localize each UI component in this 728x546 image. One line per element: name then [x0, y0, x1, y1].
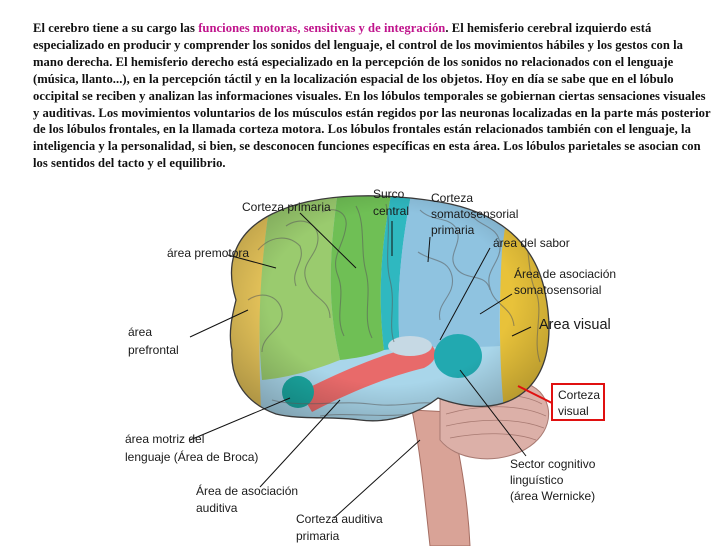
corteza-visual-box — [551, 383, 605, 421]
label-area-premotora: área premotora — [167, 246, 249, 260]
description-paragraph: El cerebro tiene a su cargo las funcione… — [33, 20, 713, 172]
label-wernicke-2: linguístico — [510, 473, 564, 487]
gyri-lines — [247, 203, 541, 417]
label-broca-2: lenguaje (Área de Broca) — [125, 449, 258, 464]
label-prefrontal-2: prefrontal — [128, 343, 179, 357]
label-corteza-soma-2: somatosensorial — [431, 207, 518, 221]
label-corteza-soma-3: primaria — [431, 223, 475, 237]
leader-lines — [189, 212, 553, 519]
label-area-visual: Area visual — [539, 317, 611, 333]
label-area-asoc-soma-2: somatosensorial — [514, 283, 601, 297]
label-area-sabor: área del sabor — [493, 236, 570, 250]
label-asoc-auditiva-2: auditiva — [196, 501, 238, 515]
label-corteza-soma-1: Corteza — [431, 191, 473, 205]
label-wernicke-3: (área Wernicke) — [510, 489, 595, 503]
label-corteza-primaria: Corteza primaria — [242, 200, 331, 214]
label-asoc-auditiva-1: Área de asociación — [196, 483, 298, 498]
label-auditiva-primaria-2: primaria — [296, 529, 340, 543]
label-auditiva-primaria-1: Corteza auditiva — [296, 512, 383, 526]
diagram-labels: Corteza primaria Surco central Corteza s… — [125, 187, 616, 543]
label-broca-1: área motriz del — [125, 432, 204, 446]
label-surco-central-2: central — [373, 204, 409, 218]
label-prefrontal-1: área — [128, 325, 152, 339]
highlighted-functions: funciones motoras, sensitivas y de integ… — [198, 21, 446, 35]
cortex-regions — [230, 195, 549, 421]
label-wernicke-1: Sector cognitivo — [510, 457, 596, 471]
label-corteza-visual-1: Corteza — [558, 388, 600, 402]
paragraph-body: . El hemisferio cerebral izquierdo está … — [33, 21, 711, 171]
paragraph-intro: El cerebro tiene a su cargo las — [33, 21, 199, 35]
brain-outline — [229, 195, 550, 422]
label-surco-central-1: Surco — [373, 187, 405, 201]
label-area-asoc-soma-1: Área de asociación — [514, 266, 616, 281]
label-corteza-visual-2: visual — [558, 404, 589, 418]
